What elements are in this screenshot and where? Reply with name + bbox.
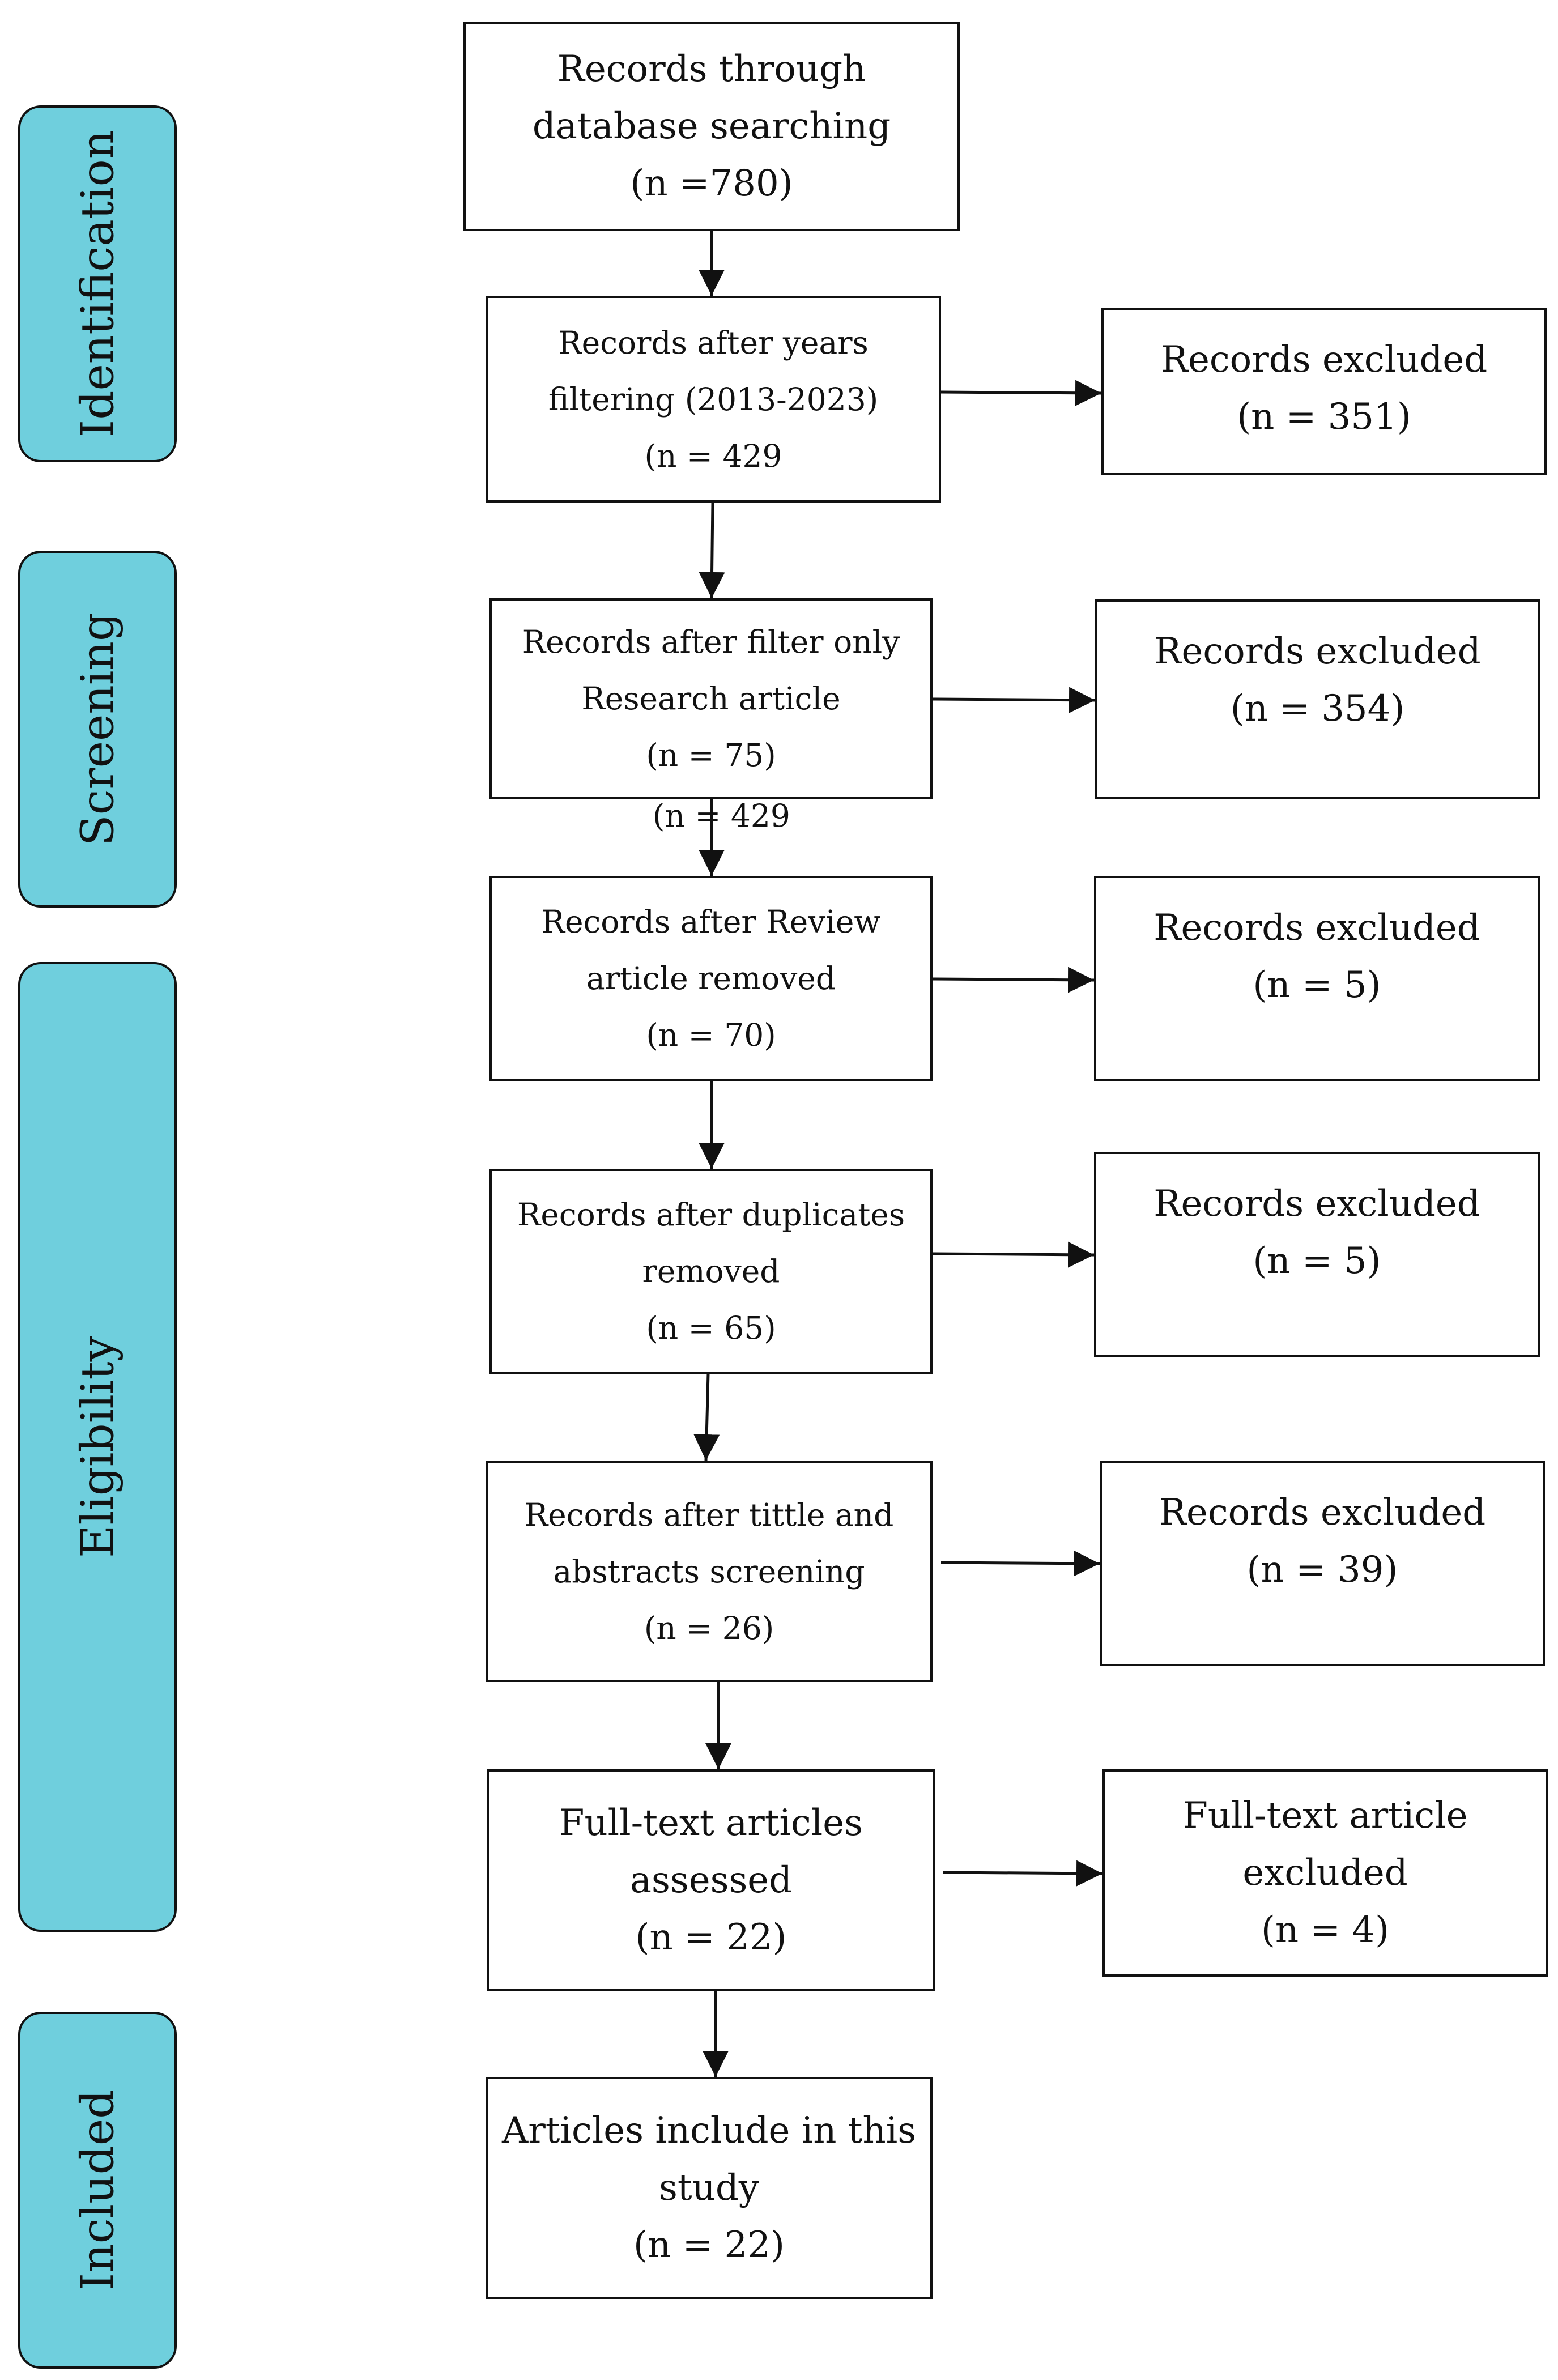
box-line: Research article — [581, 680, 841, 717]
box-database-search: Records through database searching (n =7… — [463, 22, 960, 231]
box-line: study — [659, 2166, 759, 2209]
box-line: (n = 22) — [633, 2224, 785, 2266]
box-line: (n = 70) — [646, 1017, 776, 1053]
box-excluded-years: Records excluded (n = 351) — [1101, 308, 1547, 475]
exclusion-arrow — [932, 687, 1096, 713]
box-line: Records after tittle and — [524, 1496, 894, 1533]
box-excluded-title: Records excluded (n = 39) — [1100, 1461, 1545, 1666]
box-years-filtering: Records after years filtering (2013-2023… — [486, 296, 941, 503]
box-line: Full-text article — [1182, 1794, 1468, 1837]
box-line: Records after years — [558, 324, 869, 361]
box-line: assessed — [629, 1859, 793, 1901]
box-line: (n = 39) — [1246, 1549, 1398, 1591]
phase-screening: Screening — [18, 551, 177, 908]
box-line: (n = 354) — [1230, 688, 1405, 730]
phase-label-identification: Identification — [71, 130, 124, 438]
flow-arrow-down — [693, 1373, 720, 1461]
phase-label-included: Included — [71, 2089, 124, 2291]
box-line: Records excluded — [1153, 1183, 1480, 1225]
box-line: (n = 5) — [1253, 1240, 1381, 1282]
box-line: Records after filter only — [522, 624, 900, 660]
box-title-abstract-screening: Records after tittle and abstracts scree… — [486, 1461, 933, 1682]
box-line: filtering (2013-2023) — [548, 381, 879, 418]
exclusion-arrow — [940, 380, 1102, 406]
box-line: (n = 429 — [644, 437, 782, 474]
phase-identification: Identification — [18, 105, 177, 462]
box-line: (n = 75) — [646, 737, 776, 773]
box-excluded-research: Records excluded (n = 354) — [1095, 599, 1540, 799]
box-line: abstracts screening — [553, 1553, 865, 1590]
box-line: Records excluded — [1154, 631, 1481, 672]
box-line: Records through — [557, 48, 866, 90]
box-line: (n = 351) — [1237, 396, 1411, 438]
box-line: Records excluded — [1159, 1492, 1486, 1534]
box-line: (n = 65) — [646, 1310, 776, 1346]
phase-label-eligibility: Eligibility — [71, 1336, 124, 1558]
box-excluded-fulltext: Full-text article excluded (n = 4) — [1102, 1769, 1548, 1977]
box-duplicates-removed: Records after duplicates removed (n = 65… — [489, 1169, 933, 1374]
box-line: Records excluded — [1160, 339, 1488, 381]
box-line: removed — [642, 1253, 780, 1289]
box-line: (n = 4) — [1261, 1909, 1390, 1951]
box-line: database searching — [532, 105, 891, 147]
phase-eligibility: Eligibility — [18, 962, 177, 1932]
box-line: Records after duplicates — [517, 1197, 905, 1233]
exclusion-arrow — [932, 967, 1095, 993]
exclusion-arrow — [942, 1860, 1103, 1887]
box-articles-included: Articles include in this study (n = 22) — [486, 2077, 933, 2299]
box-line: article removed — [586, 960, 836, 997]
box-review-removed: Records after Review article removed (n … — [489, 876, 933, 1081]
box-line: (n =780) — [630, 162, 793, 205]
box-line: Records after Review — [541, 904, 881, 940]
box-line: (n = 26) — [644, 1610, 774, 1646]
box-line: Records excluded — [1153, 907, 1480, 949]
box-line: Full-text articles — [559, 1802, 863, 1844]
exclusion-arrow — [940, 1550, 1100, 1577]
box-line: Articles include in this — [501, 2109, 917, 2152]
phase-included: Included — [18, 2012, 177, 2369]
box-line: excluded — [1242, 1851, 1408, 1894]
stray-count-label: (n = 429 — [653, 798, 790, 834]
box-line: (n = 5) — [1253, 964, 1381, 1006]
box-excluded-review: Records excluded (n = 5) — [1094, 876, 1540, 1081]
phase-label-screening: Screening — [71, 612, 124, 846]
box-line: (n = 22) — [635, 1916, 787, 1959]
flow-arrow-down — [699, 502, 725, 599]
exclusion-arrow — [932, 1241, 1095, 1268]
box-research-article: Records after filter only Research artic… — [489, 598, 933, 799]
box-fulltext-assessed: Full-text articles assessed (n = 22) — [487, 1769, 935, 1991]
box-excluded-duplicates: Records excluded (n = 5) — [1094, 1152, 1540, 1357]
